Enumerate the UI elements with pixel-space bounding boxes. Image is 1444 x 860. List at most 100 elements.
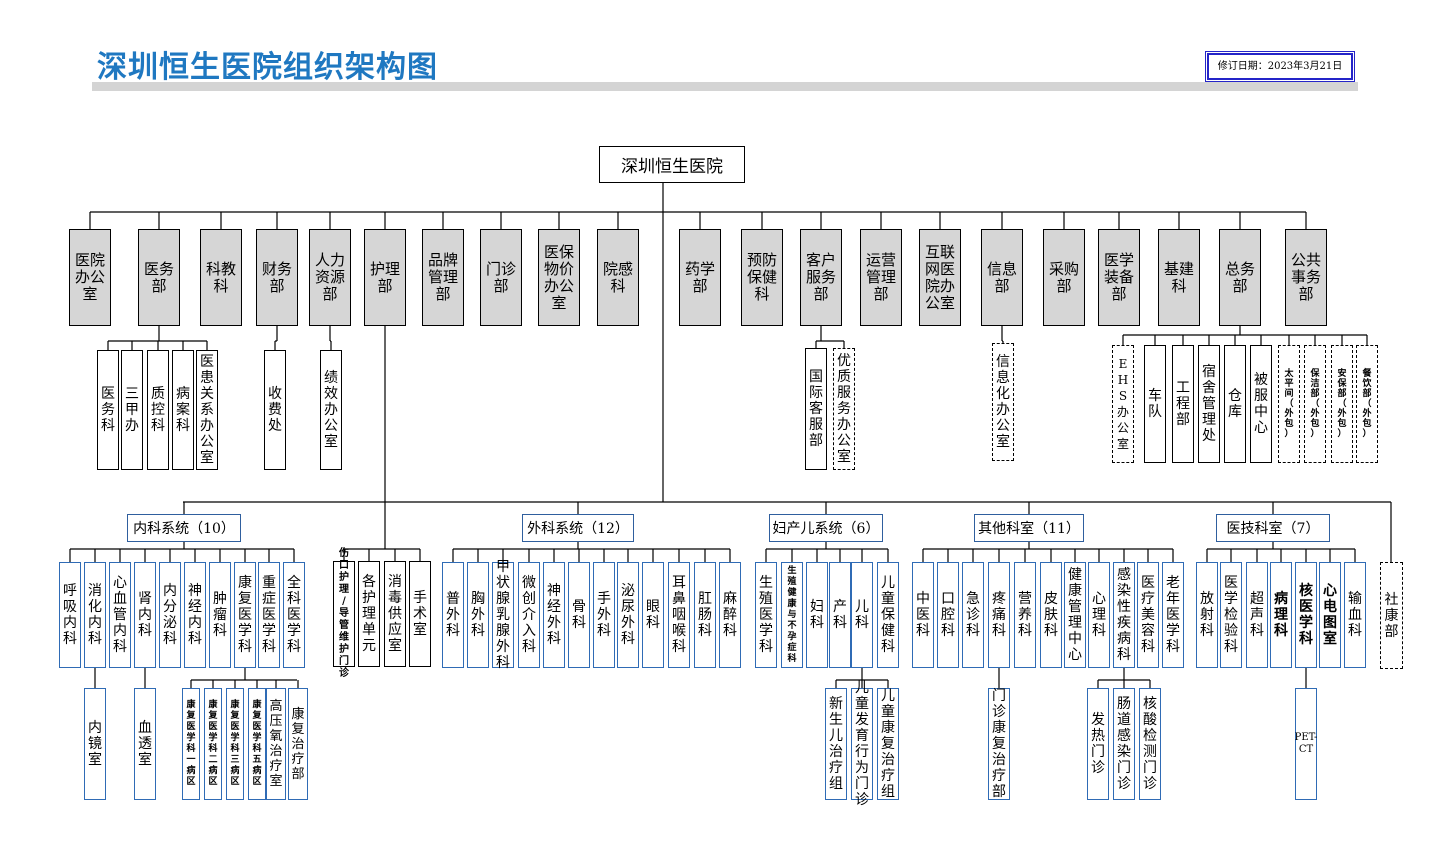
system-2-clinic-9[interactable]: 耳 鼻 咽 喉 科 — [668, 562, 690, 668]
system-3-clinic-1[interactable]: 生 殖 健 康 与 不 孕 症 科 — [781, 562, 803, 668]
dept-5[interactable]: 护理 部 — [364, 229, 406, 326]
community-health-dept[interactable]: 社康部 — [1380, 562, 1403, 669]
dept-2[interactable]: 科教 科 — [200, 229, 242, 326]
system-4-clinic-8-child-0[interactable]: 发 热 门 诊 — [1087, 688, 1109, 800]
dept-6[interactable]: 品牌 管理 部 — [422, 229, 464, 326]
system-5-clinic-0[interactable]: 放 射 科 — [1196, 562, 1218, 668]
dept-1-child-2[interactable]: 质 控 科 — [147, 350, 169, 470]
system-0-clinic-6[interactable]: 肿 瘤 科 — [209, 562, 231, 668]
rehab-child-1[interactable]: 康 复 医 学 科 二 病 区 — [204, 688, 222, 800]
dept-0[interactable]: 医院 办公 室 — [69, 229, 111, 326]
system-3-clinic-4-child-1[interactable]: 儿 童 发 育 行 为 门 诊 — [851, 680, 873, 808]
system-2[interactable]: 外科系统（12） — [522, 514, 634, 542]
system-5-clinic-3[interactable]: 病 理 科 — [1270, 562, 1292, 668]
system-2-clinic-7[interactable]: 泌 尿 外 科 — [617, 562, 639, 668]
dept-1-child-3[interactable]: 病 案 科 — [172, 350, 194, 470]
system-0-clinic-2[interactable]: 心 血 管 内 科 — [109, 562, 131, 668]
system-2-clinic-10[interactable]: 肛 肠 科 — [694, 562, 716, 668]
rehab-child-3[interactable]: 康 复 医 学 科 五 病 区 — [248, 688, 266, 800]
dept-19[interactable]: 总务 部 — [1219, 229, 1261, 326]
rehab-child-4[interactable]: 高 压 氧 治 疗 室 — [266, 688, 286, 800]
rehab-child-0[interactable]: 康 复 医 学 科 一 病 区 — [182, 688, 200, 800]
dept-1-child-1[interactable]: 三 甲 办 — [121, 350, 143, 470]
system-0-clinic-1[interactable]: 消 化 内 科 — [84, 562, 106, 668]
system-3-clinic-0[interactable]: 生 殖 医 学 科 — [755, 562, 777, 668]
rehab-child-5[interactable]: 康 复 治 疗 部 — [288, 688, 308, 800]
dept-11[interactable]: 预防 保健 科 — [741, 229, 783, 326]
system-3-clinic-5[interactable]: 儿 童 保 健 科 — [877, 562, 899, 668]
system-4[interactable]: 其他科室（11） — [974, 514, 1084, 542]
system-0-clinic-9[interactable]: 全 科 医 学 科 — [283, 562, 305, 668]
dept-3-child-0[interactable]: 收 费 处 — [264, 350, 286, 470]
system-4-clinic-7[interactable]: 心 理 科 — [1088, 562, 1110, 668]
system-4-clinic-3-child-0[interactable]: 门 诊 康 复 治 疗 部 — [988, 688, 1010, 800]
system-4-clinic-0[interactable]: 中 医 科 — [912, 562, 934, 668]
system-2-clinic-8[interactable]: 眼 科 — [642, 562, 664, 668]
system-5-clinic-2[interactable]: 超 声 科 — [1246, 562, 1268, 668]
system-5-clinic-5[interactable]: 心 电 图 室 — [1319, 562, 1341, 668]
dept-4-child-0[interactable]: 绩 效 办 公 室 — [320, 350, 342, 470]
system-1-clinic-2[interactable]: 消 毒 供 应 室 — [384, 561, 406, 667]
dept-1-child-4[interactable]: 医 患 关 系 办 公 室 — [196, 350, 218, 470]
system-4-clinic-6[interactable]: 健 康 管 理 中 心 — [1064, 562, 1086, 668]
system-2-clinic-3[interactable]: 微 创 介 入 科 — [518, 562, 540, 668]
system-0-clinic-0[interactable]: 呼 吸 内 科 — [59, 562, 81, 668]
system-2-clinic-4[interactable]: 神 经 外 科 — [543, 562, 565, 668]
system-2-clinic-5[interactable]: 骨 科 — [568, 562, 590, 668]
system-5[interactable]: 医技科室（7） — [1216, 514, 1330, 542]
system-0-clinic-5[interactable]: 神 经 内 科 — [184, 562, 206, 668]
dept-12[interactable]: 客户 服务 部 — [800, 229, 842, 326]
system-0[interactable]: 内科系统（10） — [127, 514, 241, 542]
dept-19-child-7[interactable]: 保 洁 部 （ 外 包 ） — [1304, 345, 1326, 463]
system-3-clinic-4-child-2[interactable]: 儿 童 康 复 治 疗 组 — [877, 688, 899, 800]
system-0-clinic-7[interactable]: 康 复 医 学 科 — [234, 562, 256, 668]
dept-1[interactable]: 医务 部 — [138, 229, 180, 326]
root-hospital-box[interactable]: 深圳恒生医院 — [599, 146, 745, 183]
dept-19-child-0[interactable]: EHS 办 公 室 — [1112, 345, 1134, 463]
dept-19-child-1[interactable]: 车 队 — [1144, 345, 1166, 463]
system-4-clinic-2[interactable]: 急 诊 科 — [962, 562, 984, 668]
dept-14[interactable]: 互联 网医 院办 公室 — [919, 229, 961, 326]
dept-17[interactable]: 医学 装备 部 — [1098, 229, 1140, 326]
system-3-clinic-4[interactable]: 儿 科 — [851, 562, 873, 668]
system-5-clinic-4[interactable]: 核 医 学 科 — [1295, 562, 1317, 668]
dept-7[interactable]: 门诊 部 — [480, 229, 522, 326]
system-4-clinic-3[interactable]: 疼 痛 科 — [988, 562, 1010, 668]
dept-9[interactable]: 院感 科 — [597, 229, 639, 326]
dept-18[interactable]: 基建 科 — [1158, 229, 1200, 326]
dept-1-child-0[interactable]: 医 务 科 — [97, 350, 119, 470]
system-4-clinic-4[interactable]: 营 养 科 — [1014, 562, 1036, 668]
system-3[interactable]: 妇产儿系统（6） — [769, 514, 883, 542]
dept-15[interactable]: 信息 部 — [981, 229, 1023, 326]
system-5-clinic-1[interactable]: 医 学 检 验 科 — [1220, 562, 1242, 668]
system-4-clinic-10[interactable]: 老 年 医 学 科 — [1162, 562, 1184, 668]
system-2-clinic-6[interactable]: 手 外 科 — [593, 562, 615, 668]
dept-15-child-0[interactable]: 信 息 化 办 公 室 — [992, 343, 1014, 461]
dept-13[interactable]: 运营 管理 部 — [860, 229, 902, 326]
system-5-clinic-4-child-0[interactable]: PET- CT — [1295, 688, 1317, 800]
dept-12-child-1[interactable]: 优 质 服 务 办 公 室 — [833, 348, 855, 470]
system-1-clinic-3[interactable]: 手 术 室 — [409, 561, 431, 667]
rehab-child-2[interactable]: 康 复 医 学 科 三 病 区 — [226, 688, 244, 800]
system-5-clinic-6[interactable]: 输 血 科 — [1344, 562, 1366, 668]
dept-20[interactable]: 公共 事务 部 — [1285, 229, 1327, 326]
dept-19-child-3[interactable]: 宿 舍 管 理 处 — [1198, 345, 1220, 463]
dept-19-child-8[interactable]: 安 保 部 （ 外 包 ） — [1331, 345, 1353, 463]
system-4-clinic-8[interactable]: 感 染 性 疾 病 科 — [1113, 562, 1135, 668]
system-1-clinic-1[interactable]: 各 护 理 单 元 — [358, 561, 380, 667]
dept-4[interactable]: 人力 资源 部 — [309, 229, 351, 326]
dept-19-child-9[interactable]: 餐 饮 部 （ 外 包 ） — [1356, 345, 1378, 463]
system-4-clinic-5[interactable]: 皮 肤 科 — [1040, 562, 1062, 668]
system-0-clinic-4[interactable]: 内 分 泌 科 — [159, 562, 181, 668]
dept-3[interactable]: 财务 部 — [256, 229, 298, 326]
system-1-clinic-0[interactable]: 伤口 护理 / 导管 维护 门诊 — [333, 548, 355, 679]
system-4-clinic-8-child-1[interactable]: 肠 道 感 染 门 诊 — [1113, 688, 1135, 800]
system-0-clinic-3[interactable]: 肾 内 科 — [134, 562, 156, 668]
system-0-clinic-8[interactable]: 重 症 医 学 科 — [258, 562, 280, 668]
dept-19-child-4[interactable]: 仓 库 — [1224, 345, 1246, 463]
system-2-clinic-1[interactable]: 胸 外 科 — [467, 562, 489, 668]
dept-10[interactable]: 药学 部 — [679, 229, 721, 326]
dept-8[interactable]: 医保 物价 办公 室 — [538, 229, 580, 326]
system-4-clinic-8-child-2[interactable]: 核 酸 检 测 门 诊 — [1139, 688, 1161, 800]
system-2-clinic-11[interactable]: 麻 醉 科 — [719, 562, 741, 668]
